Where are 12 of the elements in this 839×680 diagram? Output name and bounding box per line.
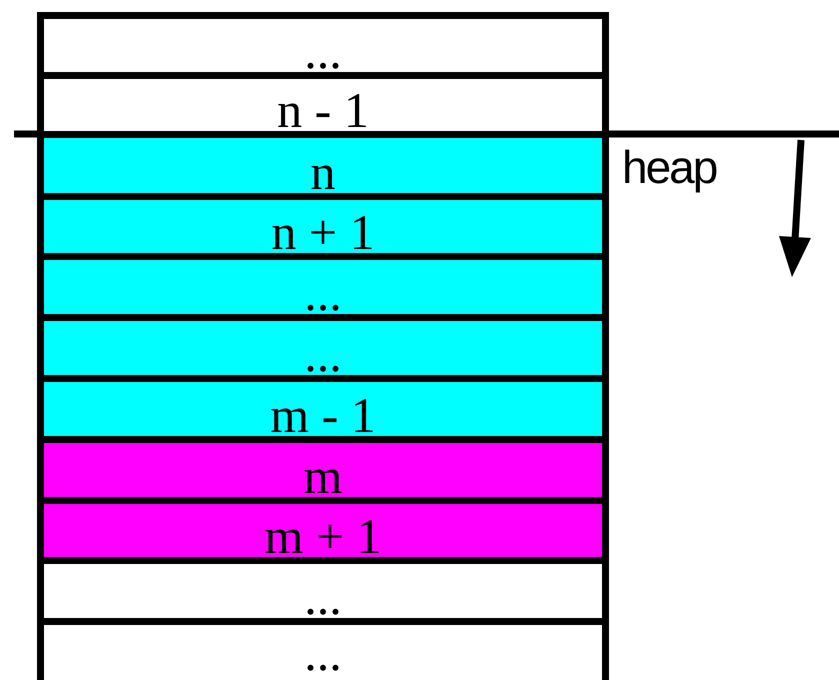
row-label: ... <box>304 572 342 622</box>
row-label: ... <box>304 329 342 379</box>
row-label: m - 1 <box>270 390 376 440</box>
row-label: n <box>310 147 336 197</box>
row-label: m + 1 <box>264 511 382 561</box>
row-label: ... <box>304 268 342 318</box>
row-label: m <box>304 451 342 501</box>
row-label: ... <box>304 628 342 678</box>
region-label: heap <box>622 140 716 194</box>
row-label: ... <box>304 26 342 76</box>
row-label: n - 1 <box>277 85 369 135</box>
row-label: n + 1 <box>271 207 375 257</box>
